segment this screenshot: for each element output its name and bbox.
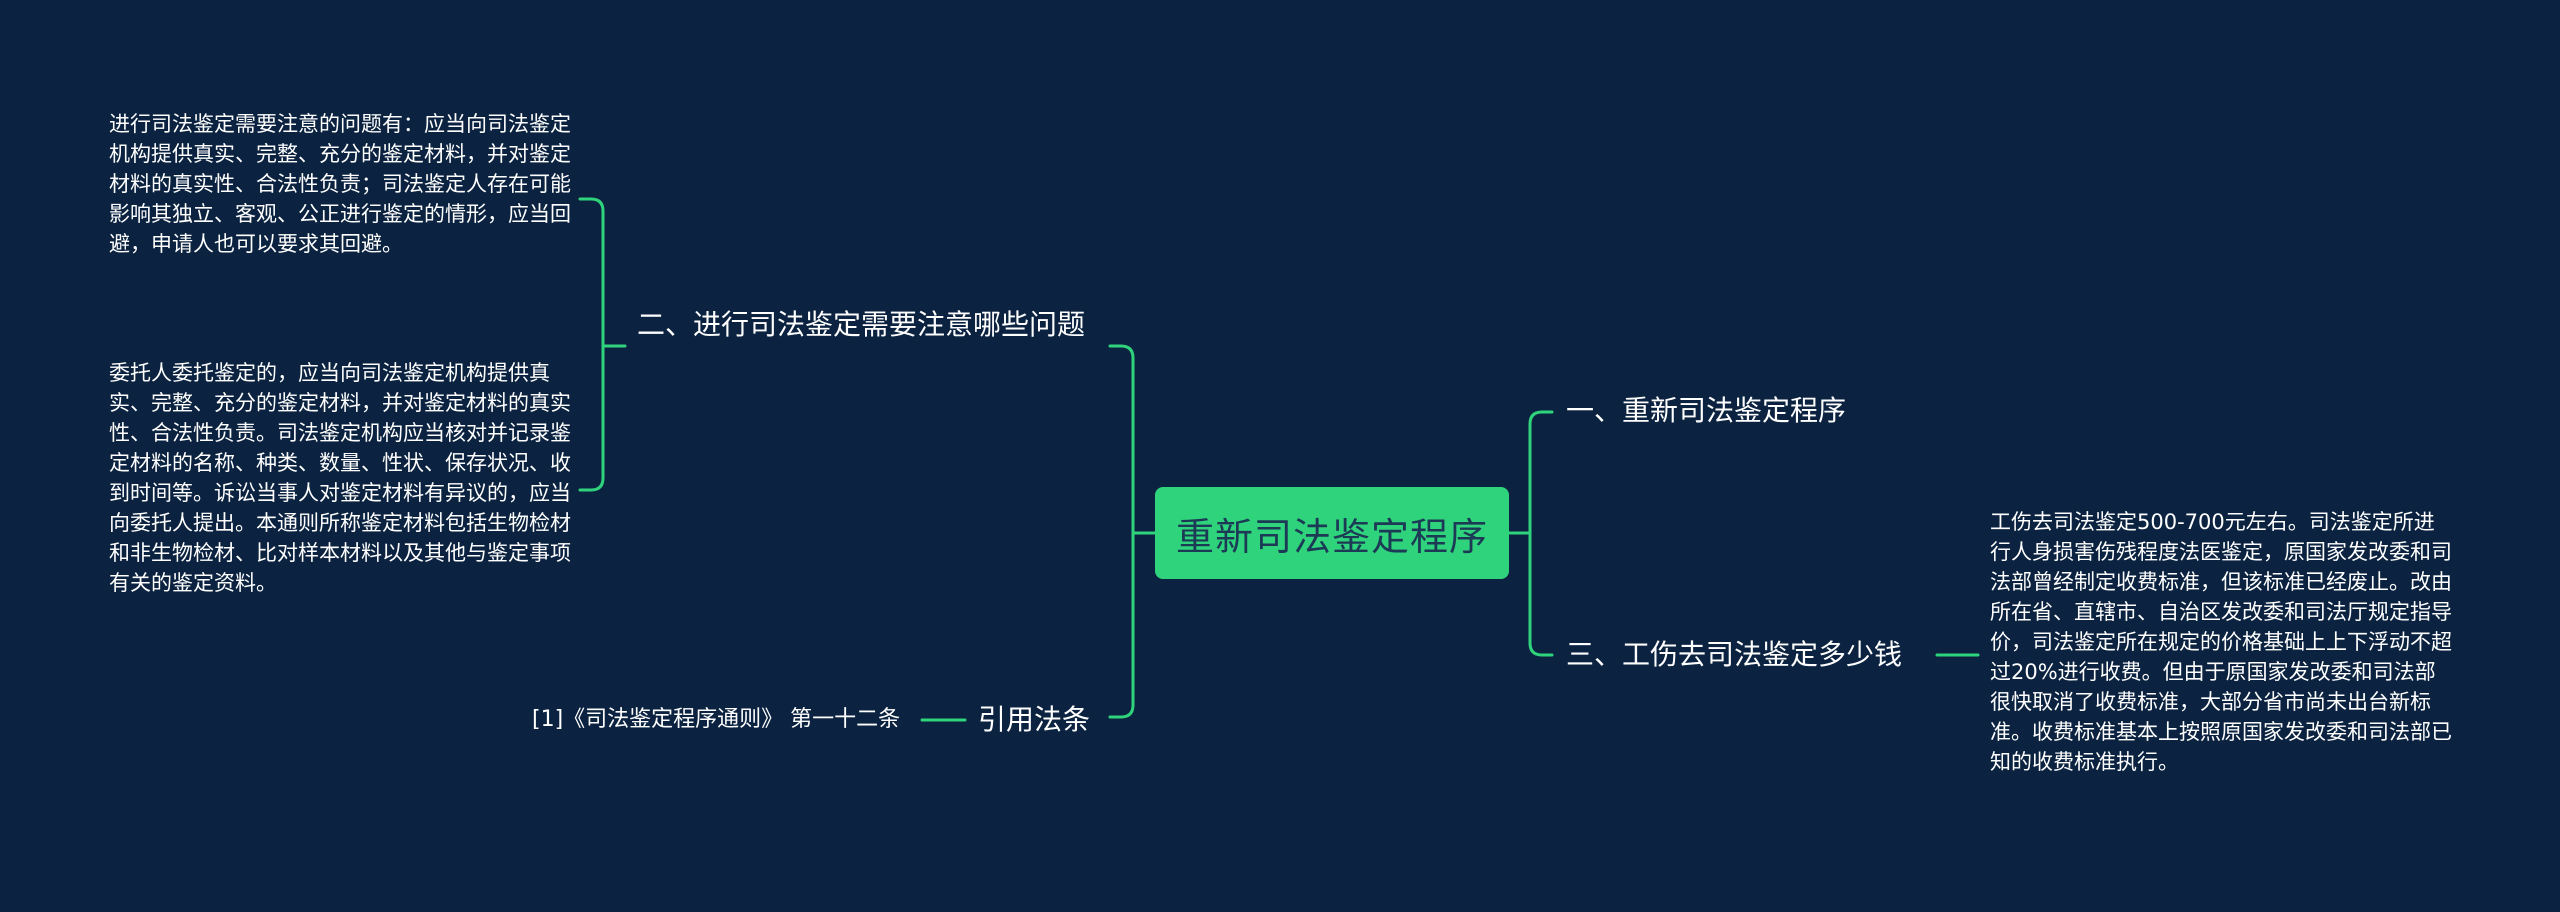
root-node[interactable]: 重新司法鉴定程序 [1155,487,1509,579]
leaf-text-precautions: 进行司法鉴定需要注意的问题有：应当向司法鉴定机构提供真实、完整、充分的鉴定材料，… [109,112,571,256]
leaf-text-citation: [1]《司法鉴定程序通则》 第一十二条 [532,707,901,732]
link-root-b4 [1528,531,1554,657]
branch-node-reappraisal-procedure[interactable]: 一、重新司法鉴定程序 [1566,394,1847,427]
leaf-text-cost: 工伤去司法鉴定500-700元左右。司法鉴定所进行人身损害伤残程度法医鉴定，原国… [1990,510,2452,774]
branch-node-precautions[interactable]: 二、进行司法鉴定需要注意哪些问题 [637,308,1086,341]
branch-node-cost[interactable]: 三、工伤去司法鉴定多少钱 [1566,638,1903,671]
leaf-text-materials: 委托人委托鉴定的，应当向司法鉴定机构提供真实、完整、充分的鉴定材料，并对鉴定材料… [109,361,571,595]
link-root-b2 [1108,531,1135,719]
branch-node-cited-law[interactable]: 引用法条 [978,703,1091,736]
link-root-b3 [1528,410,1554,535]
link-b1-l2 [578,344,605,492]
link-root-b1 [1108,344,1135,535]
link-b1-l1 [578,197,605,348]
